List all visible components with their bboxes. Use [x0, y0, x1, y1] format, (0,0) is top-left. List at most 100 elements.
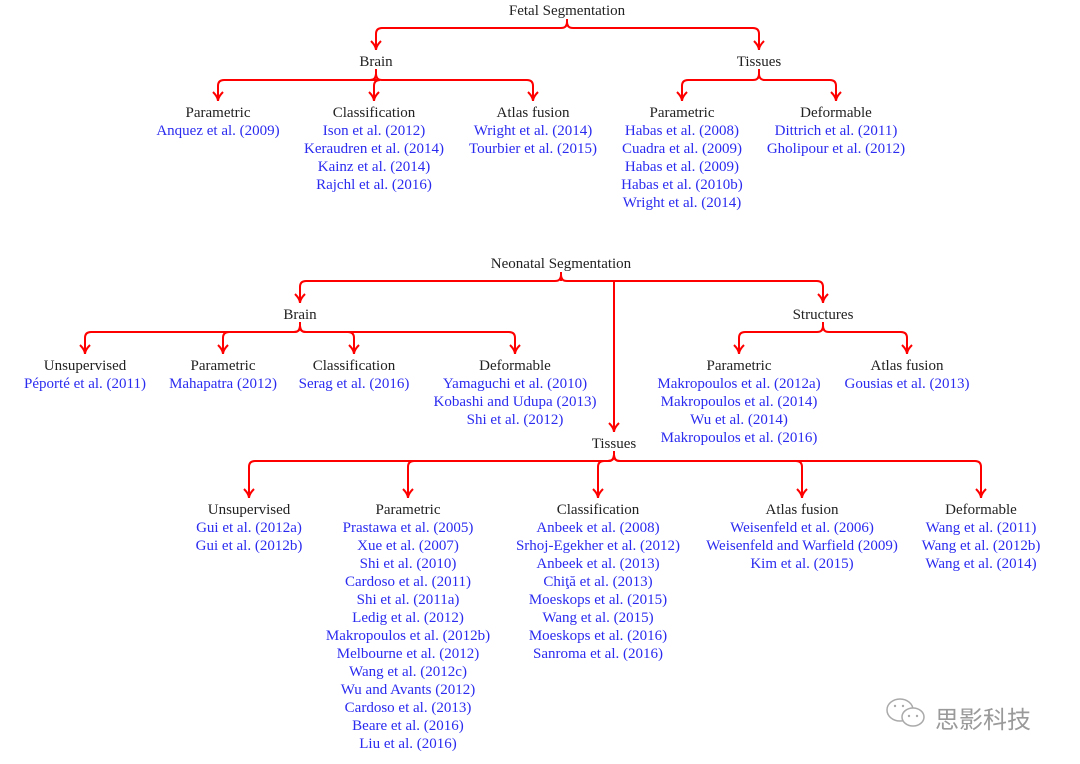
citation-link[interactable]: Gholipour et al. (2012): [766, 141, 906, 157]
citation-link[interactable]: Wright et al. (2014): [622, 195, 742, 211]
fetal-title-node: Fetal Segmentation: [509, 2, 625, 20]
arrowhead-icon: [676, 91, 688, 102]
neonatal-tissues-child-arrow: [613, 451, 982, 498]
arrowhead-icon: [294, 293, 306, 304]
citation-link[interactable]: Moeskops et al. (2016): [528, 628, 668, 644]
citation-link[interactable]: Wang et al. (2014): [925, 556, 1037, 572]
citation-link[interactable]: Shi et al. (2012): [466, 412, 564, 428]
citation-link[interactable]: Wang et al. (2012c): [349, 664, 467, 680]
citation-link[interactable]: Serag et al. (2016): [298, 376, 410, 392]
arrowhead-icon: [830, 91, 842, 102]
citation-link[interactable]: Makropoulos et al. (2012b): [325, 628, 491, 644]
citation-link[interactable]: Makropoulos et al. (2012a): [657, 376, 821, 392]
watermark: 思影科技: [885, 697, 1031, 737]
citation-link[interactable]: Shi et al. (2010): [359, 556, 457, 572]
citation-link[interactable]: Melbourne et al. (2012): [336, 646, 480, 662]
watermark-text: 思影科技: [935, 705, 1031, 734]
citation-link[interactable]: Mahapatra (2012): [169, 376, 277, 392]
fetal-brain-classification-label: Classification: [332, 105, 416, 121]
neonatal-tissues-unsupervised-label: Unsupervised: [207, 502, 291, 518]
citation-link[interactable]: Anquez et al. (2009): [156, 123, 280, 139]
neonatal-brain-classification-label: Classification: [312, 358, 396, 374]
fetal-brain-atlas-fusion-label: Atlas fusion: [496, 105, 570, 121]
citation-link[interactable]: Ledig et al. (2012): [352, 610, 464, 626]
arrowhead-icon: [368, 91, 380, 102]
citation-link[interactable]: Habas et al. (2010b): [621, 177, 743, 193]
neonatal-structures-parametric-label: Parametric: [706, 358, 772, 374]
neonatal-tissues-parametric-label: Parametric: [375, 502, 441, 518]
citation-link[interactable]: Rajchl et al. (2016): [316, 177, 432, 193]
citation-link[interactable]: Wang et al. (2015): [542, 610, 654, 626]
neonatal-brain-deformable-label: Deformable: [479, 358, 551, 374]
citation-link[interactable]: Wu et al. (2014): [690, 412, 788, 428]
neonatal-tissues-node: Tissues: [592, 435, 636, 453]
citation-link[interactable]: Wang et al. (2011): [925, 520, 1037, 536]
fetal-title-label: Fetal Segmentation: [508, 3, 626, 19]
citation-link[interactable]: Ison et al. (2012): [322, 123, 426, 139]
citation-link[interactable]: Liu et al. (2016): [359, 736, 457, 752]
citation-link[interactable]: Wright et al. (2014): [473, 123, 593, 139]
citation-link[interactable]: Prastawa et al. (2005): [342, 520, 474, 536]
citation-link[interactable]: Chiţă et al. (2013): [543, 574, 653, 590]
neonatal-tissues-child-arrow: [248, 451, 615, 498]
citation-link[interactable]: Wu and Avants (2012): [340, 682, 476, 698]
citation-link[interactable]: Kim et al. (2015): [750, 556, 854, 572]
citation-link[interactable]: Shi et al. (2011a): [356, 592, 460, 608]
citation-link[interactable]: Tourbier et al. (2015): [468, 141, 598, 157]
citation-link[interactable]: Gui et al. (2012a): [196, 520, 302, 536]
citation-link[interactable]: Cardoso et al. (2011): [344, 574, 472, 590]
neonatal-brain-child-arrow: [299, 322, 516, 354]
fetal-tissues-node: Tissues: [737, 53, 781, 71]
citation-link[interactable]: Moeskops et al. (2015): [528, 592, 668, 608]
citation-link[interactable]: Gousias et al. (2013): [844, 376, 970, 392]
citation-link[interactable]: Wang et al. (2012b): [921, 538, 1041, 554]
citation-link[interactable]: Weisenfeld and Warfield (2009): [706, 538, 898, 554]
arrowhead-icon: [901, 344, 913, 355]
fetal-tissues-arrow: [566, 19, 760, 50]
neonatal-tissues-atlas-fusion-label: Atlas fusion: [765, 502, 839, 518]
citation-link[interactable]: Habas et al. (2009): [624, 159, 740, 175]
citation-link[interactable]: Anbeek et al. (2008): [536, 520, 660, 536]
citation-link[interactable]: Beare et al. (2016): [352, 718, 464, 734]
fetal-brain-child-arrow: [375, 69, 534, 101]
citation-link[interactable]: Makropoulos et al. (2016): [660, 430, 818, 446]
arrowhead-icon: [370, 40, 382, 51]
citation-link[interactable]: Kobashi and Udupa (2013): [433, 394, 597, 410]
neonatal-brain-child-arrow: [222, 322, 301, 354]
citation-link[interactable]: Kainz et al. (2014): [317, 159, 431, 175]
fetal-tissues-child-arrow: [758, 69, 837, 101]
citation-link[interactable]: Cardoso et al. (2013): [344, 700, 472, 716]
arrowhead-icon: [348, 344, 360, 355]
citation-link[interactable]: Srhoj-Egekher et al. (2012): [515, 538, 681, 554]
arrowhead-icon: [796, 488, 808, 499]
fetal-brain-child-arrow: [217, 69, 377, 101]
neonatal-brain-arrow: [299, 272, 562, 303]
arrowhead-icon: [527, 91, 539, 102]
citation-link[interactable]: Sanroma et al. (2016): [533, 646, 663, 662]
citation-link[interactable]: Anbeek et al. (2013): [536, 556, 660, 572]
citation-link[interactable]: Cuadra et al. (2009): [622, 141, 742, 157]
citation-link[interactable]: Dittrich et al. (2011): [774, 123, 898, 139]
citation-link[interactable]: Weisenfeld et al. (2006): [730, 520, 874, 536]
citation-link[interactable]: Keraudren et al. (2014): [304, 141, 444, 157]
citation-link[interactable]: Péporté et al. (2011): [24, 376, 146, 392]
citation-link[interactable]: Xue et al. (2007): [357, 538, 459, 554]
fetal-brain-arrow: [375, 19, 568, 50]
citation-link[interactable]: Makropoulos et al. (2014): [660, 394, 818, 410]
citation-link[interactable]: Habas et al. (2008): [624, 123, 740, 139]
citation-link[interactable]: Gui et al. (2012b): [195, 538, 303, 554]
citation-link[interactable]: Yamaguchi et al. (2010): [442, 376, 588, 392]
